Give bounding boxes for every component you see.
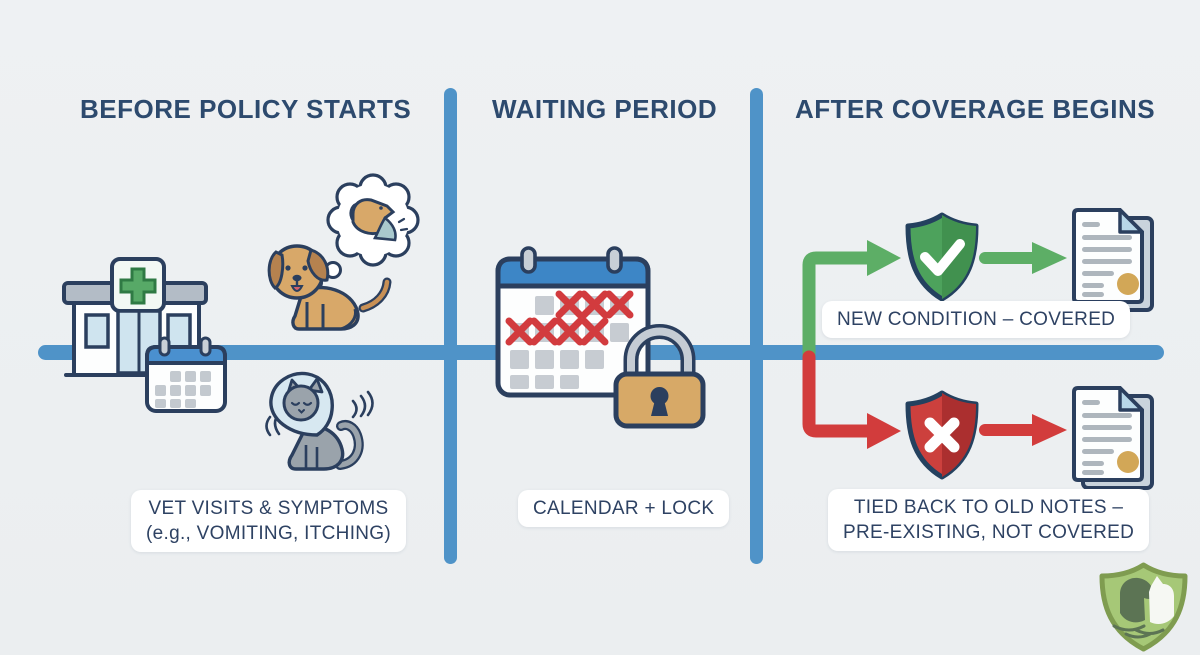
not-covered-document-icon: [1070, 386, 1155, 490]
red-branch-arrow-icon: [795, 350, 907, 455]
cone-cat-icon: [260, 365, 378, 483]
small-calendar-icon: [145, 336, 227, 414]
column-divider-right: [750, 88, 763, 564]
red-arrow-icon: [979, 412, 1070, 448]
vet-visits-caption: VET VISITS & SYMPTOMS (e.g., VOMITING, I…: [131, 490, 407, 553]
x-shield-icon: [903, 388, 981, 482]
not-covered-label-line1: TIED BACK TO OLD NOTES –: [853, 497, 1124, 518]
padlock-icon: [612, 310, 707, 430]
pet-shield-logo-icon: [1096, 562, 1191, 652]
waiting-period-heading: WAITING PERIOD: [492, 94, 718, 124]
before-policy-heading: BEFORE POLICY STARTS: [80, 94, 412, 124]
not-covered-label: TIED BACK TO OLD NOTES – PRE-EXISTING, N…: [828, 489, 1150, 552]
vet-visits-caption-line2: (e.g., VOMITING, ITCHING): [146, 523, 392, 545]
covered-document-icon: [1070, 208, 1155, 312]
waiting-calendar-icon: [495, 246, 655, 398]
green-arrow-icon: [979, 240, 1070, 276]
covered-label: NEW CONDITION – COVERED: [822, 301, 1131, 339]
column-divider-left: [444, 88, 457, 564]
not-covered-label-line2: PRE-EXISTING, NOT COVERED: [843, 522, 1135, 544]
green-branch-arrow-icon: [795, 225, 907, 365]
check-shield-icon: [903, 210, 981, 304]
calendar-lock-caption: CALENDAR + LOCK: [518, 490, 730, 528]
vet-visits-caption-line1: VET VISITS & SYMPTOMS: [148, 498, 389, 519]
dog-thought-bubble-icon: [245, 170, 425, 335]
after-coverage-heading: AFTER COVERAGE BEGINS: [795, 94, 1156, 124]
